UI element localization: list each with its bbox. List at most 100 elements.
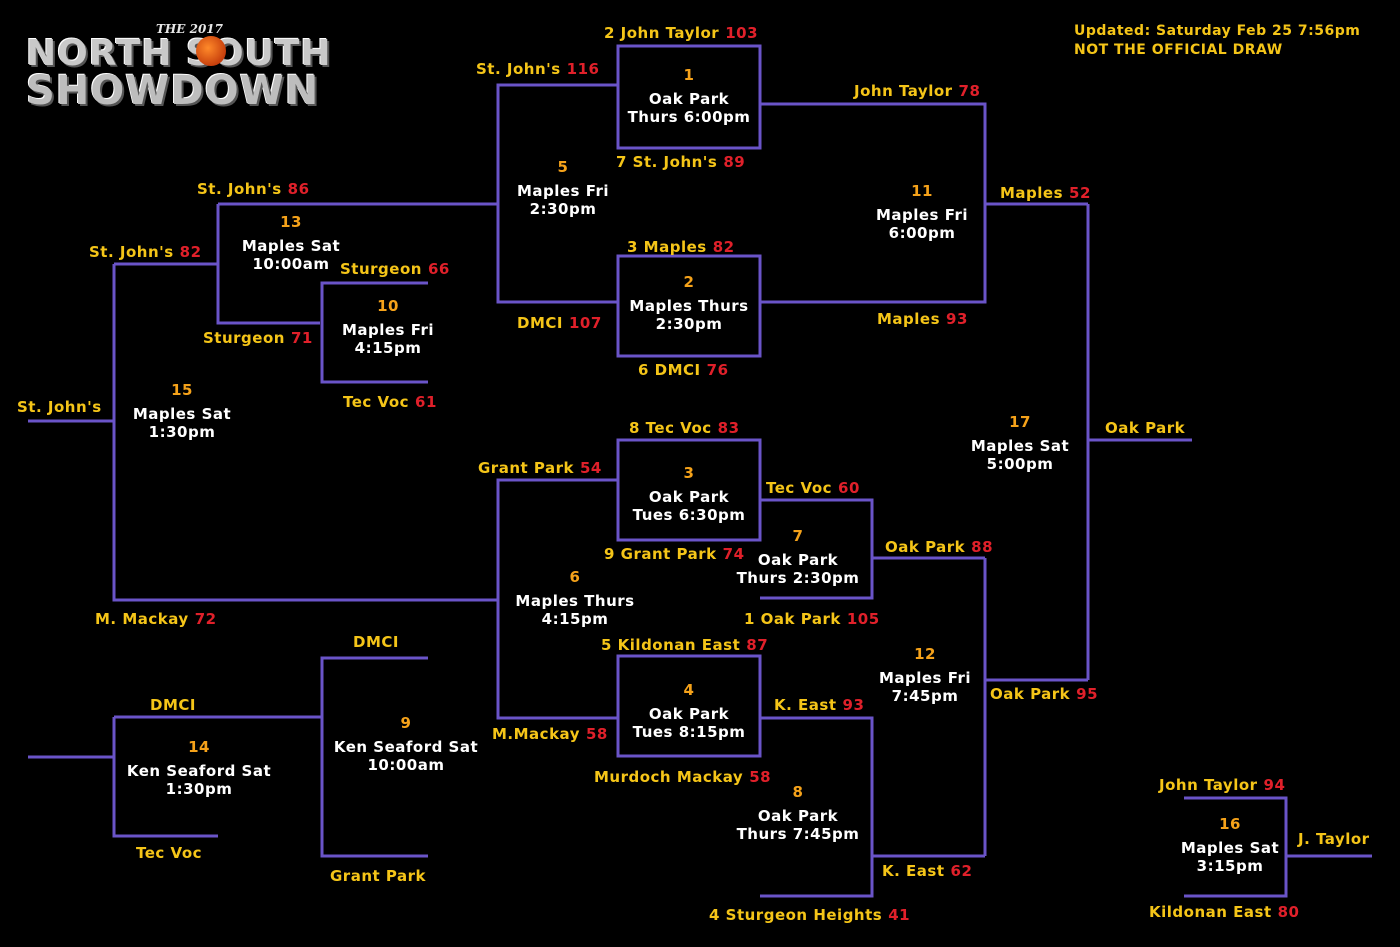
game-time: 4:15pm xyxy=(354,339,422,357)
game-time: Thurs 6:00pm xyxy=(627,108,751,126)
team-name: Sturgeon xyxy=(203,329,285,347)
game-time: Thurs 7:45pm xyxy=(736,825,860,843)
team-score: 83 xyxy=(717,419,740,437)
game-venue: Maples Sat xyxy=(241,237,341,255)
team-score: 71 xyxy=(290,329,313,347)
team-label: Oak Park xyxy=(1105,419,1185,437)
draw-notice: NOT THE OFFICIAL DRAW xyxy=(1074,42,1283,58)
team-score: 41 xyxy=(888,906,911,924)
team-score: 82 xyxy=(179,243,202,261)
team-name: Oak Park xyxy=(990,685,1071,703)
game-number: 17 xyxy=(1009,413,1031,431)
team-name: St. John's xyxy=(197,180,282,198)
game-venue: Maples Sat xyxy=(1180,839,1280,857)
team-name: J. Taylor xyxy=(1298,830,1370,848)
team-name: 7 St. John's xyxy=(616,153,718,171)
game-time: 2:30pm xyxy=(529,200,597,218)
team-label: 3 Maples 82 xyxy=(627,238,735,256)
game-venue: Oak Park xyxy=(648,90,730,108)
team-name: 3 Maples xyxy=(627,238,707,256)
team-label: St. John's xyxy=(17,398,102,416)
game-number: 3 xyxy=(683,464,695,482)
team-name: M.Mackay xyxy=(492,725,580,743)
game-time: 6:00pm xyxy=(888,224,956,242)
logo-line-1: NORTH SOUTH xyxy=(26,33,332,74)
team-label: St. John's 86 xyxy=(197,180,310,198)
team-label: DMCI xyxy=(150,696,196,714)
game-number: 1 xyxy=(683,66,695,84)
team-score: 74 xyxy=(722,545,745,563)
game-number: 11 xyxy=(911,182,933,200)
team-label: DMCI xyxy=(353,633,399,651)
team-score: 82 xyxy=(712,238,735,256)
team-name: Maples xyxy=(1000,184,1064,202)
team-name: Grant Park xyxy=(330,867,426,885)
team-name: 5 Kildonan East xyxy=(601,636,741,654)
team-name: K. East xyxy=(774,696,837,714)
team-score: 86 xyxy=(287,180,310,198)
team-name: Tec Voc xyxy=(766,479,833,497)
team-score: 94 xyxy=(1263,776,1286,794)
team-label: Tec Voc xyxy=(136,844,202,862)
team-name: 1 Oak Park xyxy=(744,610,841,628)
game-number: 10 xyxy=(377,297,399,315)
team-name: John Taylor xyxy=(1159,776,1258,794)
team-score: 78 xyxy=(958,82,981,100)
game-venue: Maples Thurs xyxy=(515,592,635,610)
team-score: 52 xyxy=(1069,184,1091,202)
game-number: 9 xyxy=(400,714,412,732)
team-name: Grant Park xyxy=(478,459,574,477)
game-number: 5 xyxy=(557,158,569,176)
team-label: J. Taylor xyxy=(1298,830,1370,848)
team-label: 2 John Taylor 103 xyxy=(604,24,758,42)
team-score: 61 xyxy=(415,393,437,411)
game-venue: Oak Park xyxy=(757,551,839,569)
team-name: 8 Tec Voc xyxy=(629,419,712,437)
team-score: 54 xyxy=(580,459,602,477)
game-venue: Maples Sat xyxy=(132,405,232,423)
game-venue: Maples Sat xyxy=(970,437,1070,455)
team-score: 80 xyxy=(1277,903,1300,921)
update-note: Updated: Saturday Feb 25 7:56pm NOT THE … xyxy=(1074,22,1360,60)
game-time: 4:15pm xyxy=(541,610,609,628)
showdown-logo: THE 2017 NORTH SOUTH SHOWDOWN xyxy=(26,22,356,114)
logo-line-2: SHOWDOWN xyxy=(26,68,320,114)
team-score: 60 xyxy=(838,479,860,497)
team-score: 103 xyxy=(725,24,759,42)
team-score: 87 xyxy=(746,636,769,654)
team-score: 72 xyxy=(194,610,217,628)
team-label: Tec Voc 61 xyxy=(343,393,437,411)
game-time: Tues 8:15pm xyxy=(632,723,746,741)
game-venue: Ken Seaford Sat xyxy=(333,738,479,756)
game-number: 15 xyxy=(171,381,193,399)
game-venue: Maples Fri xyxy=(875,206,969,224)
game-venue: Oak Park xyxy=(648,488,730,506)
team-name: Tec Voc xyxy=(343,393,410,411)
team-score: 93 xyxy=(842,696,865,714)
team-name: Murdoch Mackay xyxy=(594,768,744,786)
game-venue: Maples Thurs xyxy=(629,297,749,315)
team-name: 2 John Taylor xyxy=(604,24,720,42)
team-label: 4 Sturgeon Heights 41 xyxy=(709,906,910,924)
team-name: 4 Sturgeon Heights xyxy=(709,906,883,924)
team-score: 76 xyxy=(706,361,729,379)
